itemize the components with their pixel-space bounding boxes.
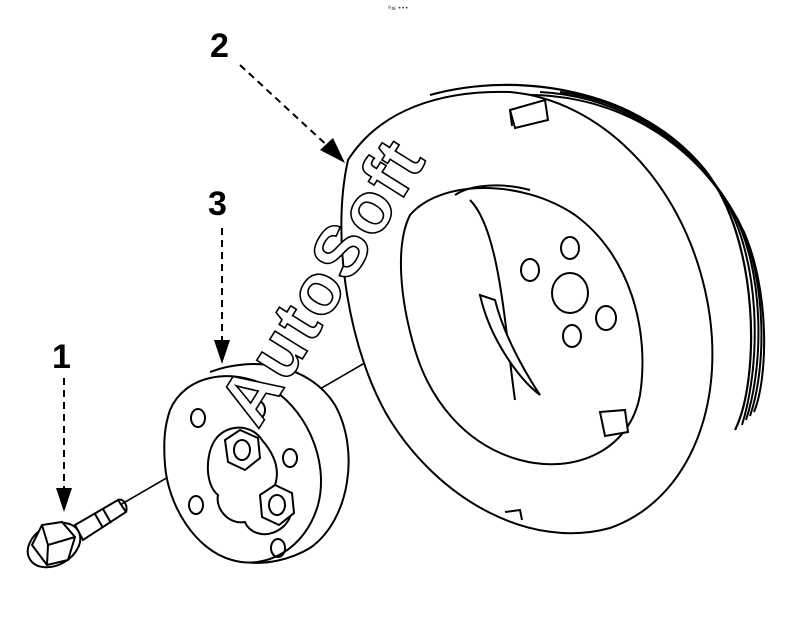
callout-1: 1: [52, 338, 72, 512]
callout-2: 2: [210, 27, 345, 163]
callout-2-number: 2: [210, 27, 229, 65]
pulley-inner-recess: [399, 187, 644, 466]
pulley-part: [340, 83, 766, 535]
callout-2-arrowhead: [320, 138, 345, 163]
callout-3-arrowhead: [214, 340, 230, 364]
callout-1-number: 1: [52, 338, 71, 376]
hub-washer-part: [163, 363, 350, 564]
callout-3-number: 3: [208, 185, 227, 223]
bolt-part: [26, 498, 128, 569]
corner-mark: º≤ •••: [388, 5, 408, 12]
callout-3: 3: [208, 185, 230, 364]
callout-1-arrowhead: [56, 488, 72, 512]
pulley-center-hole: [551, 272, 589, 314]
